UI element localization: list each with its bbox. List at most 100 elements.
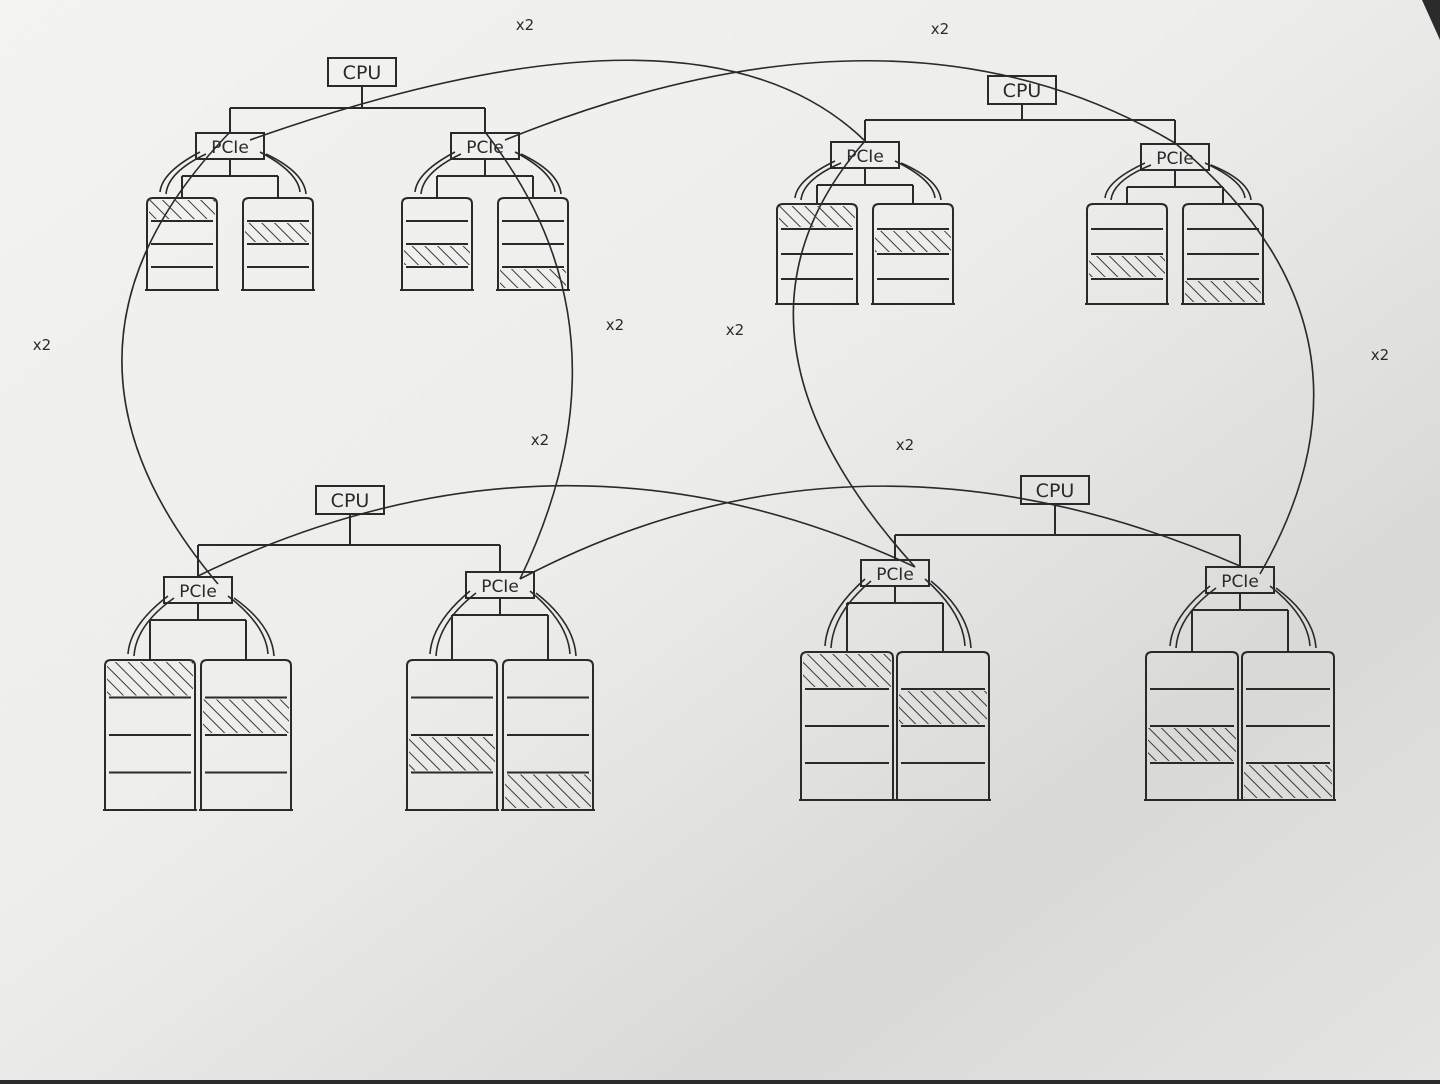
gpu-outline [406,659,498,810]
link-label: x2 [896,436,914,454]
bidirectional-arrow [930,580,972,649]
x2-link: x2 [33,131,231,585]
gpu-memory-stack [400,151,474,291]
cpu-label: CPU [1003,80,1042,102]
pcie-label: PCIe [179,582,217,602]
link-label: x2 [1371,346,1389,364]
bidirectional-arrow [265,153,307,195]
bidirectional-arrow [900,162,942,201]
x2-link: x2 [1174,142,1389,575]
cpu-label: CPU [1036,480,1075,502]
bidirectional-arrow [127,595,169,655]
link-curve [1174,142,1315,575]
gpu-outline [146,197,218,290]
shaded-slot [409,737,495,771]
gpu-outline [1086,203,1168,304]
pcie-switch: PCIe [799,535,991,801]
bidirectional-arrow [1169,585,1211,647]
link-label: x2 [33,336,51,354]
link-label: x2 [516,16,534,34]
gpu-outline [872,203,954,304]
gpu-outline [497,197,569,290]
link-curve [792,140,916,568]
gpu-memory-stack [1144,585,1240,801]
x2-link: x2 [484,131,624,580]
shaded-slot [779,206,855,227]
link-label: x2 [931,20,949,38]
shaded-slot [404,246,470,265]
link-curve [504,60,1176,144]
pcie-switch: PCIe [1085,120,1265,305]
bidirectional-arrow [1104,162,1146,199]
bidirectional-arrow [894,160,936,199]
x2-link: x2 [519,436,1241,580]
gpu-memory-stack [895,578,991,801]
bidirectional-arrow [1110,164,1152,201]
shaded-slot [245,223,311,242]
pcie-label: PCIe [211,138,249,158]
link-curve [249,59,866,142]
gpu-memory-stack [1181,162,1265,305]
bidirectional-arrow [1269,585,1311,647]
x2-link: x2 [504,20,1176,144]
gpu-memory-stack [405,590,499,811]
bidirectional-arrow [259,151,301,193]
link-curve [519,485,1241,580]
shaded-slot [899,691,987,724]
gpu-outline [1182,203,1264,304]
pcie-switch: PCIe [405,545,595,811]
gpu-outline [502,659,594,810]
bidirectional-arrow [165,153,207,195]
bidirectional-arrow [535,592,577,657]
gpu-memory-stack [501,590,595,811]
gpu-memory-stack [1240,585,1336,801]
bidirectional-arrow [1175,587,1217,649]
pcie-switch: PCIe [1144,535,1336,801]
bidirectional-arrow [133,597,175,657]
bidirectional-arrow [924,578,966,647]
shaded-slot [500,269,566,288]
bidirectional-arrow [420,153,462,195]
node-bottom-left: CPU PCIe PCIe [103,485,595,811]
cpu-label: CPU [331,490,370,512]
bidirectional-arrow [794,160,836,199]
shaded-slot [1185,281,1261,302]
gpu-outline [242,197,314,290]
bidirectional-arrow [1275,587,1317,649]
gpu-memory-stack [145,151,219,291]
shaded-slot [1089,256,1165,277]
gpu-memory-stack [241,151,315,291]
shaded-slot [803,654,891,687]
gpu-memory-stack [775,160,859,305]
bidirectional-arrow [824,578,866,647]
x2-link: x2 [197,431,916,577]
gpu-memory-stack [199,595,293,811]
bidirectional-arrow [233,597,275,657]
shaded-slot [149,200,215,219]
node-bottom-right: CPU PCIe PCIe [799,475,1336,801]
bidirectional-arrow [429,590,471,655]
pcie-label: PCIe [846,147,884,167]
shaded-slot [107,662,193,696]
node-top-right: CPU PCIe PCIe [775,75,1265,305]
link-label: x2 [606,316,624,334]
link-curve [484,131,574,580]
gpu-memory-stack [1085,162,1169,305]
gpu-outline [104,659,196,810]
gpu-outline [776,203,858,304]
gpu-outline [1145,651,1239,800]
gpu-outline [1241,651,1335,800]
bidirectional-arrow [414,151,456,193]
bidirectional-arrow [1210,164,1252,201]
link-label: x2 [531,431,549,449]
cpu-label: CPU [343,62,382,84]
bidirectional-arrow [435,592,477,657]
x2-link: x2 [726,140,916,568]
gpu-memory-stack [496,151,570,291]
link-curve [197,484,916,577]
link-label: x2 [726,321,744,339]
